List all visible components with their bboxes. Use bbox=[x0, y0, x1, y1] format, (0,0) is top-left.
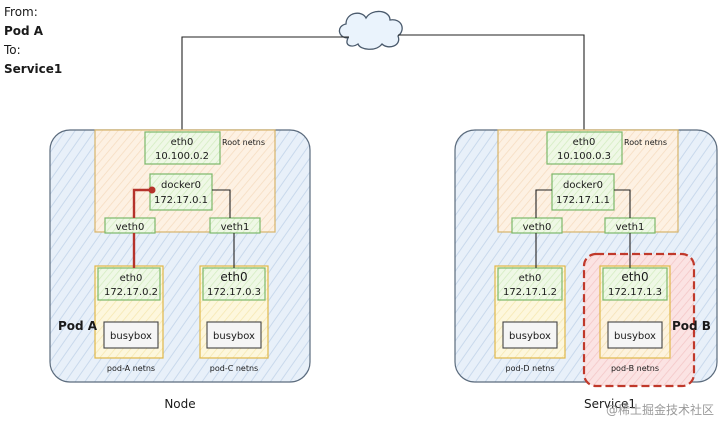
right-veth0-label: veth0 bbox=[523, 222, 552, 233]
pod-d-eth0-name: eth0 bbox=[519, 273, 542, 284]
pod-b-container-label: busybox bbox=[614, 331, 656, 342]
left-veth0-box bbox=[104, 217, 156, 234]
right-bridge-ip: 172.17.1.1 bbox=[556, 195, 610, 206]
left-wire-bridge-veth1 bbox=[212, 189, 231, 218]
pod-a-eth0-ip: 172.17.0.2 bbox=[104, 287, 158, 298]
pod-d-container bbox=[502, 321, 558, 349]
uplink-wire-left bbox=[181, 36, 349, 132]
pod-a-eth0-name: eth0 bbox=[120, 273, 143, 284]
pod-a-side-label: Pod A bbox=[58, 319, 98, 333]
pod-c-container bbox=[206, 321, 262, 349]
pod-c-eth0-name: eth0 bbox=[220, 270, 247, 284]
right-node: Root netns eth0 10.100.0.3 docker0 172.1… bbox=[454, 129, 718, 411]
pod-d-container-label: busybox bbox=[509, 331, 551, 342]
to-value: Service1 bbox=[4, 62, 62, 76]
watermark: @稀土掘金技术社区 bbox=[606, 402, 714, 417]
left-node: Root netns eth0 10.100.0.2 docker0 172.1… bbox=[49, 129, 311, 411]
from-value: Pod A bbox=[4, 24, 44, 38]
to-label: To: bbox=[3, 43, 21, 57]
pod-d-eth0-ip: 172.17.1.2 bbox=[503, 287, 557, 298]
pod-a-container bbox=[103, 321, 159, 349]
pod-c-eth0-ip: 172.17.0.3 bbox=[207, 287, 261, 298]
left-eth0-box bbox=[144, 131, 221, 165]
left-node-footer: Node bbox=[164, 397, 195, 411]
pod-b-netns-label: pod-B netns bbox=[611, 364, 659, 373]
right-veth1-label: veth1 bbox=[616, 222, 645, 233]
left-eth0-ip: 10.100.0.2 bbox=[155, 151, 209, 162]
left-bridge-name: docker0 bbox=[161, 180, 201, 191]
right-eth0-box bbox=[546, 131, 623, 165]
pod-b-container bbox=[607, 321, 663, 349]
pod-a-container-label: busybox bbox=[110, 331, 152, 342]
right-wire-bridge-veth1 bbox=[614, 189, 631, 218]
pod-b-side-label: Pod B bbox=[672, 319, 711, 333]
from-label: From: bbox=[4, 5, 38, 19]
pod-d-eth0-box bbox=[497, 267, 563, 301]
left-root-netns-label: Root netns bbox=[222, 138, 265, 147]
right-node-footer: Service1 bbox=[584, 397, 636, 411]
pod-b-eth0-ip: 172.17.1.3 bbox=[608, 287, 662, 298]
pod-c-eth0-box bbox=[202, 267, 266, 301]
pod-a-netns-label: pod-A netns bbox=[107, 364, 155, 373]
pod-c-container-label: busybox bbox=[213, 331, 255, 342]
right-wire-bridge-veth0 bbox=[535, 189, 552, 218]
right-eth0-name: eth0 bbox=[573, 137, 596, 148]
left-eth0-name: eth0 bbox=[171, 137, 194, 148]
left-bridge-box bbox=[149, 173, 213, 211]
cloud-icon bbox=[338, 10, 403, 50]
left-path-red-dot bbox=[148, 186, 156, 194]
pod-c-netns-label: pod-C netns bbox=[210, 364, 258, 373]
right-eth0-ip: 10.100.0.3 bbox=[557, 151, 611, 162]
right-veth0-box bbox=[511, 217, 563, 234]
uplink-wire-right bbox=[398, 34, 585, 132]
left-veth1-box bbox=[209, 217, 261, 234]
right-root-netns-label: Root netns bbox=[624, 138, 667, 147]
pod-d-netns-label: pod-D netns bbox=[505, 364, 554, 373]
right-bridge-box bbox=[551, 173, 615, 211]
left-path-red-bridge bbox=[132, 188, 150, 218]
left-bridge-ip: 172.17.0.1 bbox=[154, 195, 208, 206]
pod-b-eth0-box bbox=[602, 267, 668, 301]
right-bridge-name: docker0 bbox=[563, 180, 603, 191]
left-veth0-label: veth0 bbox=[116, 222, 145, 233]
pod-a-eth0-box bbox=[97, 267, 161, 301]
pod-b-eth0-name: eth0 bbox=[621, 270, 648, 284]
left-veth1-label: veth1 bbox=[221, 222, 250, 233]
